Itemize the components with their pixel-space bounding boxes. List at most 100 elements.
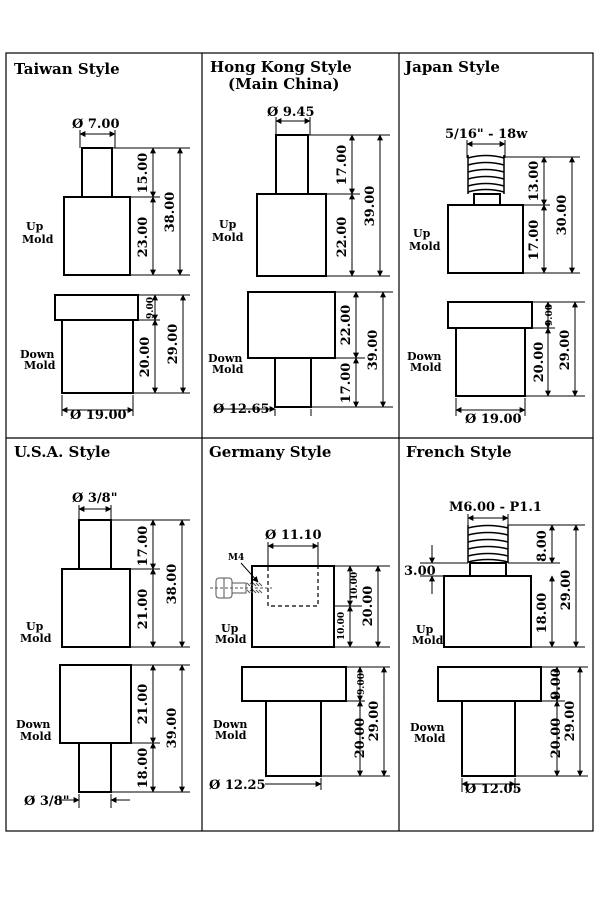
panel-taiwan: Taiwan Style Ø 7.00 Up Mold 15.00 23.00 … [14,60,190,423]
dim-down-total: 29.00 [563,701,578,742]
dim-up-total: 39.00 [363,186,378,227]
mold-label: Mold [412,634,444,647]
mold-label: Mold [410,361,442,374]
down-label: Down [410,721,444,734]
dim-down-total: 39.00 [165,708,180,749]
dim-up-lower: 10.00 [337,612,347,640]
down-label: Down [407,350,441,363]
diameter-top-label: Ø 9.45 [267,105,315,120]
panel-title: U.S.A. Style [14,443,110,461]
up-mold-shape [447,193,524,274]
diameter-bottom-label: Ø 12.65 [213,402,270,417]
diameter-top-label: Ø 7.00 [72,117,120,132]
diameter-bottom-label: Ø 12.25 [209,778,266,793]
panel-title: Japan Style [403,58,500,76]
dim-down-shank: 18.00 [136,748,151,789]
thread-spec-label: M6.00 - P1.1 [449,500,542,515]
mold-label: Mold [414,732,446,745]
diameter-bottom-label: Ø 3/8" [24,794,69,809]
screw-icon [210,577,272,599]
dim-up-thread: 13.00 [527,161,542,202]
up-label: Up [221,622,239,635]
dim-lines [275,117,390,277]
up-mold-shape [61,519,131,648]
dim-up-total: 38.00 [165,564,180,605]
down-mold-shape [447,301,533,397]
dim-down-total: 29.00 [166,324,181,365]
panel-title: French Style [406,443,512,461]
panel-japan: Japan Style 5/16" - 18w Up Mold 13.00 17… [403,58,585,427]
dim-down-flange: 9.00 [146,297,156,319]
down-mold-shape [437,666,542,777]
dim-up-body: 21.00 [136,589,151,630]
panel-subtitle: (Main China) [228,75,340,93]
dim-down-total: 29.00 [367,701,382,742]
dim-up-thread: 8.00 [535,530,550,562]
dim-up-shank: 15.00 [136,153,151,194]
dim-up-total: 29.00 [559,570,574,611]
dim-down-body: 20.00 [549,718,564,759]
hidden-cavity-outline [267,565,319,607]
dim-up-body: 22.00 [335,217,350,258]
dim-lines [267,542,390,648]
down-label: Down [20,348,54,361]
down-mold-shape [59,664,132,793]
dim-lines-down [265,666,390,790]
mold-label: Mold [212,363,244,376]
panel-title: Taiwan Style [14,60,120,78]
up-mold-shape [63,147,131,276]
up-label: Up [413,227,431,240]
dim-down-total: 39.00 [366,330,381,371]
thread-shape [467,524,509,563]
up-mold-shape [256,134,327,277]
screw-size-label: M4 [228,553,244,563]
dim-down-shank: 17.00 [339,363,354,404]
down-label: Down [213,718,247,731]
screw-leader-line [240,562,259,583]
dim-up-body: 17.00 [527,220,542,261]
down-label: Down [208,352,242,365]
dim-up-shank: 17.00 [136,526,151,567]
up-mold-shape [443,562,532,648]
down-label: Down [16,718,50,731]
panel-germany: Germany Style Ø 11.10 M4 Up Mold 10.00 [209,443,390,793]
dim-lines-down [461,666,588,792]
dim-down-body: 21.00 [136,684,151,725]
dim-lines [420,514,585,648]
diameter-bottom-label: Ø 19.00 [465,412,522,427]
down-mold-shape [241,666,347,777]
panel-french: French Style M6.00 - P1.1 3.00 Up Mold [404,443,588,797]
mold-label: Mold [20,730,52,743]
dim-lines-down [455,301,585,416]
dim-down-flange: 9.00 [357,673,367,695]
panel-usa: U.S.A. Style Ø 3/8" Up Mold 17.00 21.00 … [14,443,190,809]
thread-offset-label: 3.00 [404,564,436,579]
dim-down-flange: 9.00 [549,668,564,700]
up-label: Up [26,220,44,233]
up-label: Up [26,620,44,633]
dim-up-total: 38.00 [163,192,178,233]
dim-lines-down [60,664,190,808]
mold-label: Mold [215,633,247,646]
dim-lines [78,505,190,648]
diameter-bottom-label: Ø 12.05 [465,782,522,797]
dim-down-body: 20.00 [532,342,547,383]
dim-lines [466,140,580,274]
panel-title: Hong Kong Style [210,58,352,76]
dim-up-total: 30.00 [555,195,570,236]
panel-title: Germany Style [209,443,331,461]
dim-down-total: 29.00 [558,330,573,371]
mold-label: Mold [20,632,52,645]
dim-up-body: 23.00 [136,217,151,258]
dim-up-body: 18.00 [535,593,550,634]
dim-up-upper: 10.00 [350,572,360,600]
dim-lines [79,130,190,276]
dim-lines-down [61,294,190,416]
mold-label: Mold [409,240,441,253]
mold-label: Mold [24,359,56,372]
diameter-top-label: Ø 11.10 [265,528,322,543]
thread-spec-label: 5/16" - 18w [445,127,528,142]
dim-lines-down [216,291,393,416]
grid-frame [5,52,594,832]
mold-label: Mold [215,729,247,742]
